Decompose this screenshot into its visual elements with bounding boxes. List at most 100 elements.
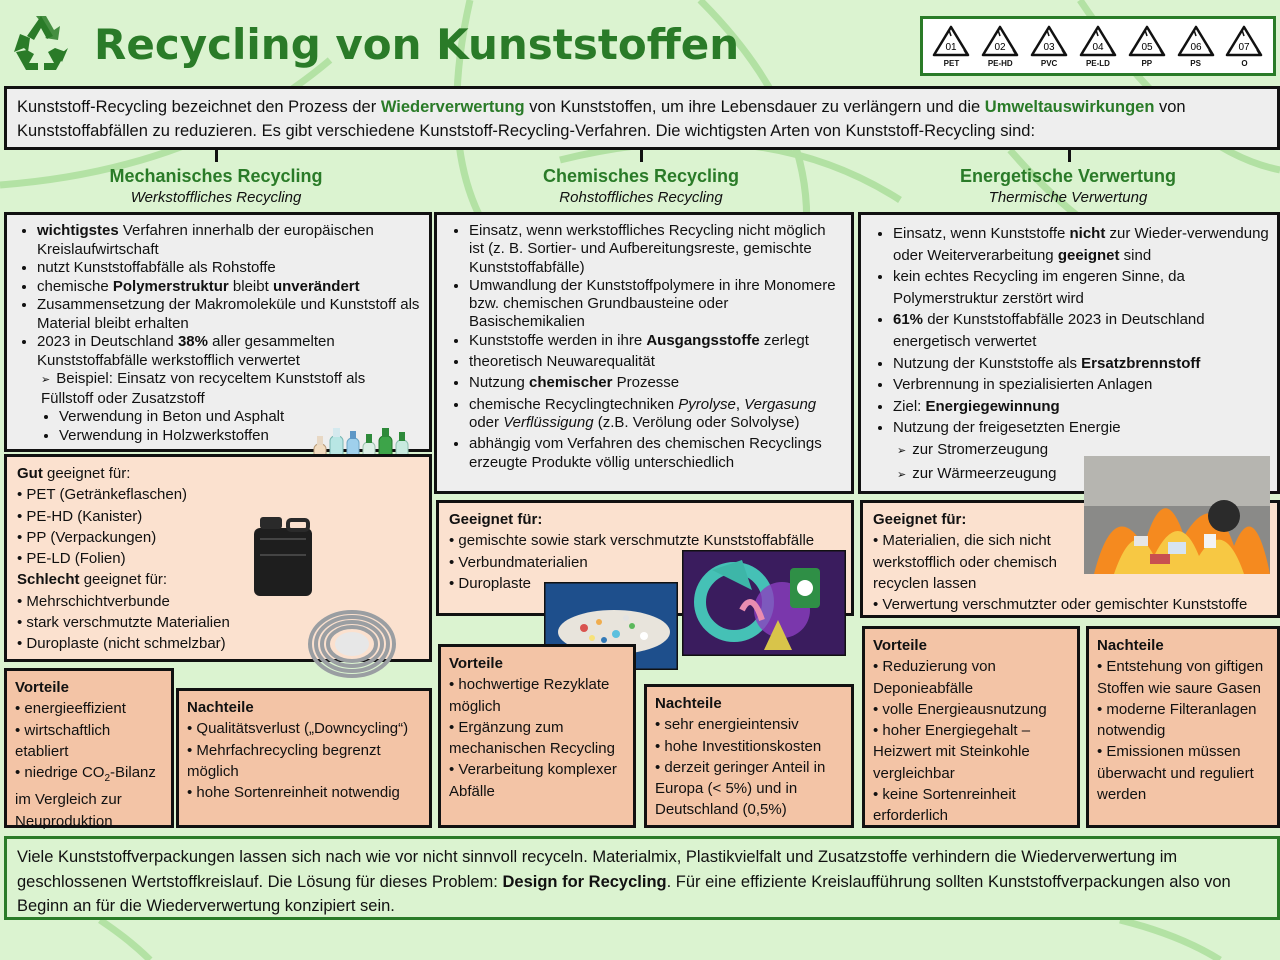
suitability-title: Geeignet für: (873, 511, 967, 528)
pros-title: Vorteile (873, 637, 927, 654)
bold-text: Polymerstruktur (112, 277, 229, 295)
good-heading: Gut geeignet für: (17, 463, 419, 484)
hose-coil-image (308, 610, 396, 678)
text: 2023 in Deutschland (37, 333, 178, 350)
intro-part: von Kunststoffen, um ihre Lebensdauer zu… (524, 98, 985, 116)
bold-text: Ersatzbrennstoff (1081, 354, 1201, 372)
bold-text: 61% (893, 311, 924, 329)
text: Nutzung (469, 374, 530, 392)
list-item: • hohe Sortenreinheit notwendig (187, 784, 400, 802)
text: Viele Kunststoffverpackungen lassen sich… (17, 848, 1178, 891)
italic-text: Pyrolyse (678, 395, 736, 413)
resin-code-number: 07 (1239, 42, 1251, 53)
bold-text: Design for Recycling (502, 872, 667, 891)
pros-title: Vorteile (15, 679, 69, 696)
list-item: • Duroplaste (449, 574, 531, 592)
list-item: • derzeit geringer Anteil in Europa (< 5… (655, 758, 826, 819)
list-item: theoretisch Neuwarequalität (469, 353, 843, 371)
resin-code-number: 06 (1190, 42, 1202, 53)
text: aller gesammelten Kunststoffabfälle werk… (37, 333, 335, 369)
list-item: Nutzung der freigesetzten Energie (893, 417, 1269, 439)
column-title: Energetische Verwertung (959, 166, 1177, 186)
italic-text: Verflüssigung (503, 413, 594, 431)
recycling-triangle-icon: 03 (1030, 25, 1068, 57)
resin-code-number: 04 (1092, 42, 1104, 53)
list-item: • Verarbeitung komplexer Abfälle (449, 761, 617, 800)
column-header-mechanical: Mechanisches Recycling Werkstoffliches R… (0, 166, 432, 206)
energetic-pros-box: Vorteile • Reduzierung von Deponieabfäll… (862, 626, 1080, 828)
resin-code-label: PET (943, 59, 960, 68)
bold-text: 38% (177, 333, 208, 350)
list-item: Einsatz, wenn Kunststoffe nicht zur Wied… (893, 223, 1269, 266)
recycling-triangle-icon: 05 (1128, 25, 1166, 57)
resin-code-label: O (1241, 59, 1248, 68)
resin-code-label: PE-LD (1085, 59, 1110, 68)
text: Nutzung der Kunststoffe als (893, 354, 1082, 372)
sub-list-item: Beispiel: Einsatz von recyceltem Kunstst… (41, 370, 381, 408)
list-item: • wirtschaftlich etabliert (15, 721, 111, 760)
column-header-energetic: Energetische Verwertung Thermische Verwe… (856, 166, 1280, 206)
list-item: • Emissionen müssen überwacht und reguli… (1097, 743, 1254, 804)
text: Prozesse (612, 374, 680, 392)
connector-line (640, 150, 643, 162)
list-item: • hochwertige Rezyklate möglich (449, 676, 610, 715)
list-item: • hohe Investitionskosten (655, 737, 822, 755)
list-item: • Qualitätsverlust („Downcycling“) (187, 720, 409, 738)
list-item: abhängig vom Verfahren des chemischen Re… (469, 435, 843, 472)
resin-code-number: 02 (995, 42, 1007, 53)
recycling-triangle-icon: 04 (1079, 25, 1117, 57)
canister-image (254, 517, 312, 596)
chemical-cons-box: Nachteile • sehr energieintensiv • hohe … (644, 684, 854, 828)
bold-text: nicht (1069, 225, 1106, 242)
chemical-recycling-illustration (682, 550, 846, 656)
recycling-triangle-icon: 01 (933, 25, 970, 57)
energetic-bullets-box: Einsatz, wenn Kunststoffe nicht zur Wied… (858, 212, 1280, 494)
mechanical-bullets-box: wichtigstes Verfahren innerhalb der euro… (4, 212, 432, 452)
list-item: nutzt Kunststoffabfälle als Rohstoffe (37, 259, 421, 278)
resin-code-label: PP (1141, 59, 1153, 68)
list-item: 2023 in Deutschland 38% aller gesammelte… (37, 333, 421, 370)
cons-title: Nachteile (655, 695, 722, 712)
text: sind (1119, 246, 1152, 264)
list-item: • keine Sortenreinheit erforderlich (873, 786, 1016, 825)
bold-text: geeignet (1057, 246, 1120, 264)
column-title: Mechanisches Recycling (109, 166, 323, 186)
energetic-cons-box: Nachteile • Entstehung von giftigen Stof… (1086, 626, 1280, 828)
text: • niedrige CO (15, 764, 105, 782)
pros-title: Vorteile (449, 655, 503, 672)
list-item: • Mehrschichtverbunde (17, 592, 170, 610)
bad-heading: Schlecht geeignet für: (17, 569, 419, 590)
mechanical-pros-box: Vorteile • energieeffizient • wirtschaft… (4, 668, 174, 830)
sub-list-item: zur Wärmeerzeugung (897, 463, 1269, 487)
list-item: • PP (Verpackungen) (17, 528, 157, 546)
intro-highlight: Umweltauswirkungen (984, 98, 1155, 116)
list-item: • stark verschmutzte Materialien (17, 614, 230, 632)
list-item: 61% der Kunststoffabfälle 2023 in Deutsc… (893, 309, 1269, 352)
resin-code-number: 01 (946, 42, 958, 53)
bold-text: wichtigstes (37, 222, 119, 239)
footer-conclusion: Viele Kunststoffverpackungen lassen sich… (4, 836, 1280, 920)
list-item: Einsatz, wenn werkstoffliches Recycling … (469, 222, 843, 277)
text: (z.B. Verölung oder Solvolyse) (593, 413, 800, 431)
connector-line (215, 150, 218, 162)
list-item: Nutzung chemischer Prozesse (469, 374, 843, 392)
intro-part: von Kunststoffabfällen zu reduzieren. Es… (17, 98, 1186, 140)
chemical-bullets-box: Einsatz, wenn werkstoffliches Recycling … (434, 212, 854, 494)
italic-text: Vergasung (744, 395, 817, 413)
text: Ziel: (893, 397, 926, 415)
list-item: • Ergänzung zum mechanischen Recycling (449, 718, 615, 758)
burning-waste-image (1084, 456, 1270, 574)
bold-text: Schlecht (17, 571, 80, 589)
text: 2 (104, 773, 111, 785)
list-item: • volle Energieausnutzung (873, 700, 1047, 718)
resin-code-number: 03 (1044, 42, 1056, 53)
list-item: • Duroplaste (nicht schmelzbar) (17, 635, 226, 653)
list-item: chemische Polymerstruktur bleibt unverän… (37, 278, 421, 297)
list-item: • niedrige CO2-Bilanz im Vergleich zur N… (15, 762, 163, 832)
list-item: • Mehrfachrecycling begrenzt möglich (187, 741, 381, 780)
list-item: • gemischte sowie stark verschmutzte Kun… (449, 532, 815, 550)
text: -Bilanz im Vergleich zur Neuproduktion (15, 764, 156, 830)
